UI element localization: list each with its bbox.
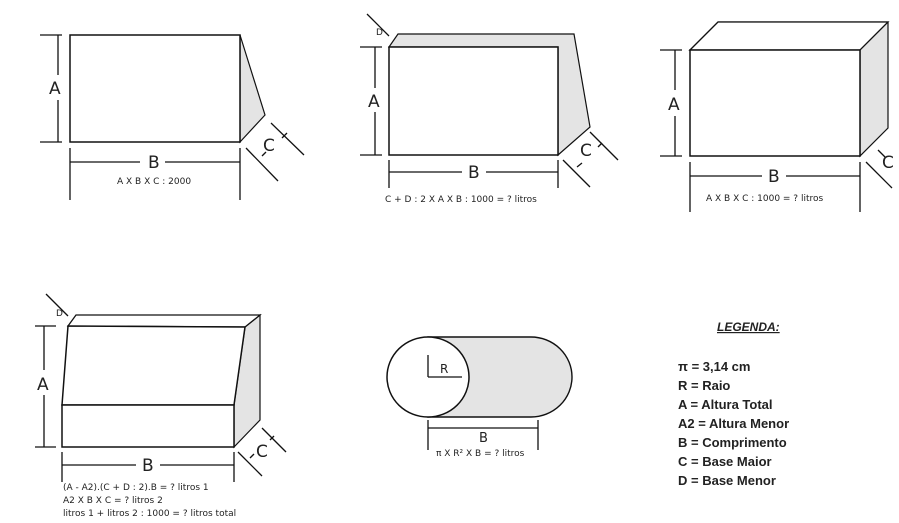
fig2-label-a: A — [368, 92, 380, 112]
fig5-formula: π X R² X B = ? litros — [436, 449, 525, 459]
fig1-front-face — [69, 34, 241, 143]
fig3-label-c: C — [882, 153, 894, 173]
legend-item-c: C = Base Maior — [678, 454, 772, 469]
fig3-front-face — [689, 49, 861, 157]
fig2-label-c: C — [580, 141, 592, 161]
figure-2-trapezoidal-prism: D A B C + D : 2 X A X B : 1000 = ? litro… — [360, 13, 619, 205]
figure-5-cylinder: R B π X R² X B = ? litros — [386, 336, 573, 459]
fig2-front-face — [388, 46, 559, 156]
legend-item-b: B = Comprimento — [678, 435, 787, 450]
fig1-label-b: B — [148, 153, 160, 173]
fig4-formula-line-3: litros 1 + litros 2 : 1000 = ? litros to… — [63, 509, 236, 519]
fig2-label-d: D — [376, 28, 383, 38]
fig3-label-b: B — [768, 167, 780, 187]
legend-item-a2: A2 = Altura Menor — [678, 416, 789, 431]
legend-item-a: A = Altura Total — [678, 397, 773, 412]
legend-item-pi: π = 3,14 cm — [678, 359, 750, 374]
legend-item-d: D = Base Menor — [678, 473, 776, 488]
fig5-label-b: B — [479, 431, 488, 446]
fig5-label-r: R — [440, 362, 448, 376]
fig4-upper-face — [61, 325, 246, 406]
fig2-label-b: B — [468, 163, 480, 183]
legend: LEGENDA: π = 3,14 cm R = Raio A = Altura… — [678, 320, 789, 488]
figure-4-composite-tank: D A B (A - A2).(C + D : 2).B = ? litros … — [35, 293, 287, 519]
figure-1-triangular-prism: A B A X B X C : 2000 C — [40, 34, 305, 200]
legend-item-r: R = Raio — [678, 378, 730, 393]
figure-3-rectangular-prism: A B A X B X C : 1000 = ? litros C — [660, 21, 894, 212]
fig1-label-a: A — [49, 79, 61, 99]
fig4-label-d: D — [56, 309, 63, 319]
fig3-label-a: A — [668, 95, 680, 115]
fig2-formula: C + D : 2 X A X B : 1000 = ? litros — [385, 195, 537, 205]
fig1-label-c: C — [263, 136, 275, 156]
legend-title: LEGENDA: — [717, 320, 780, 334]
fig1-formula: A X B X C : 2000 — [117, 177, 191, 187]
fig4-label-c: C — [256, 442, 268, 462]
fig4-top-face — [66, 314, 262, 328]
fig3-formula: A X B X C : 1000 = ? litros — [706, 194, 823, 204]
fig4-lower-face — [61, 404, 235, 448]
fig4-formula-line-2: A2 X B X C = ? litros 2 — [63, 496, 163, 506]
fig1-side-face — [239, 34, 266, 144]
fig4-formula-line-1: (A - A2).(C + D : 2).B = ? litros 1 — [63, 483, 209, 493]
fig4-label-a: A — [37, 375, 49, 395]
fig4-label-b: B — [142, 456, 154, 476]
